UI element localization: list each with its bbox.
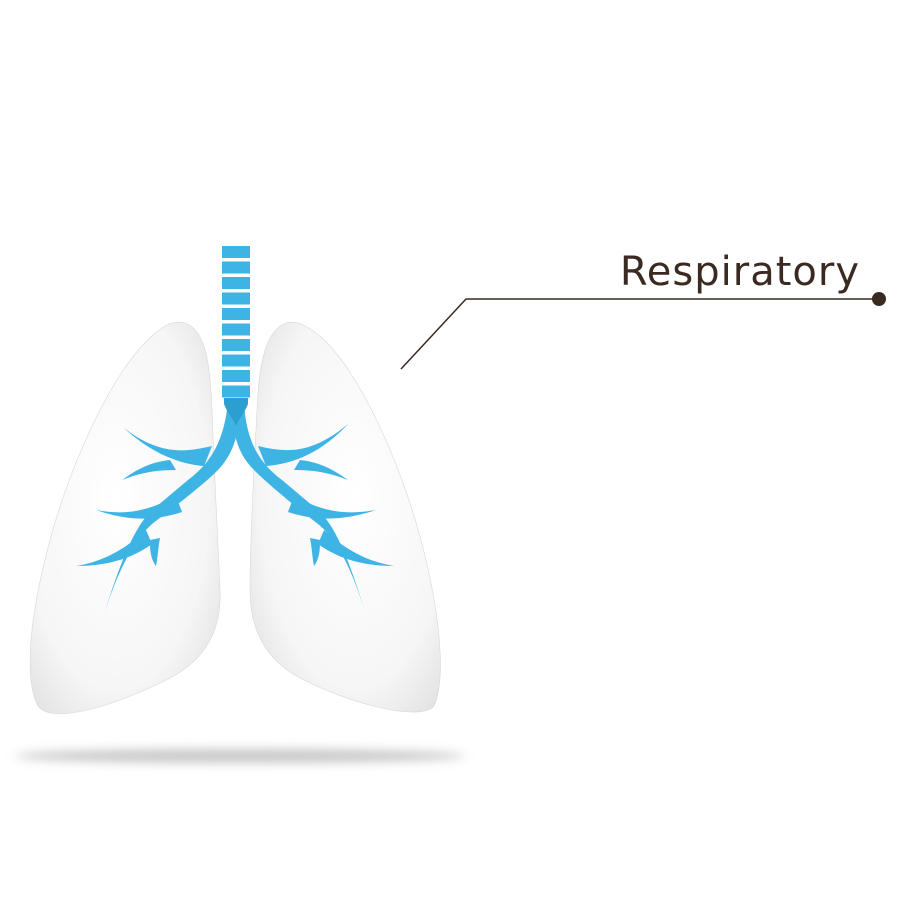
left-upper-bronchus [124,428,212,466]
right-lower-bronchus [318,530,394,566]
callout-leader-line [400,298,878,370]
left-main-bronchus [100,402,240,628]
floor-shadow [14,749,466,763]
trachea-ring [222,385,250,398]
left-lower-twig [150,538,160,566]
right-upper-bronchus [258,424,348,466]
left-upper-twig [122,460,176,480]
trachea-icon [222,246,250,426]
right-main-bronchus [232,402,370,628]
right-lower-twig [310,538,320,566]
left-mid-bronchus [96,496,182,519]
trachea-ring [222,323,250,336]
left-lower-bronchus [76,530,152,566]
carina [224,398,248,426]
right-mid-bronchus [288,496,376,519]
callout-dot-icon [872,292,886,306]
trachea-ring [222,354,250,367]
left-lung [29,321,221,714]
trachea-ring [222,261,250,274]
trachea-ring [222,292,250,305]
trachea-ring [222,339,250,351]
callout-label: Respiratory [619,249,860,295]
bronchi [76,402,394,628]
right-upper-twig [294,460,348,480]
trachea-ring [222,277,250,289]
trachea-ring [222,370,250,382]
trachea-ring [222,308,250,320]
trachea-ring [222,246,250,258]
